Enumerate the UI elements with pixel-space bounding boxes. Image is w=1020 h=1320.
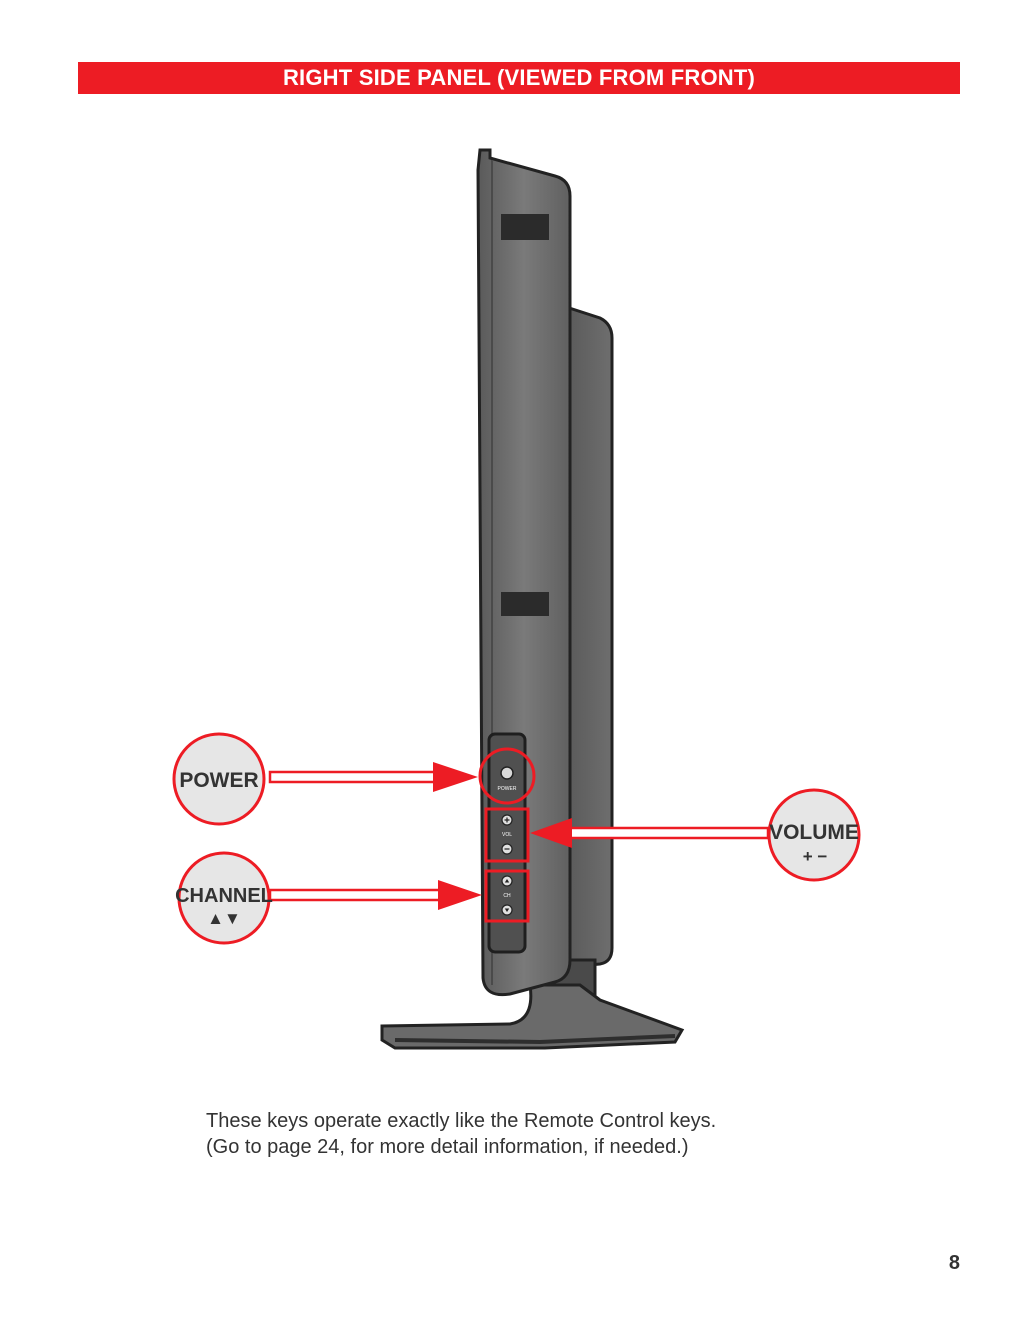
power-callout-label: POWER	[179, 769, 258, 792]
power-button-icon	[500, 766, 514, 780]
caption: These keys operate exactly like the Remo…	[206, 1108, 906, 1160]
page-title: RIGHT SIDE PANEL (VIEWED FROM FRONT)	[78, 62, 960, 94]
arrow-left-icon	[530, 818, 770, 848]
volume-callout-symbols: + −	[803, 847, 828, 866]
volume-down-icon	[501, 843, 513, 855]
channel-callout-label: CHANNEL	[175, 885, 273, 907]
channel-up-icon	[501, 875, 513, 887]
channel-callout-symbols: ▲▼	[207, 909, 241, 928]
volume-callout-label: VOLUME	[769, 821, 859, 844]
volume-up-icon	[501, 814, 513, 826]
channel-callout: CHANNEL ▲▼	[175, 851, 273, 945]
channel-highlight-box	[484, 869, 530, 923]
power-callout: POWER	[172, 732, 266, 826]
volume-callout: VOLUME + −	[767, 788, 861, 882]
volume-highlight-box	[484, 807, 530, 863]
arrow-right-icon	[268, 762, 478, 792]
power-highlight-ring	[478, 747, 536, 805]
vent-slot	[501, 592, 549, 616]
arrow-right-icon	[268, 880, 482, 910]
caption-line-1: These keys operate exactly like the Remo…	[206, 1110, 717, 1132]
panel-vol-label: VOL	[502, 832, 512, 838]
page-number: 8	[948, 1252, 960, 1274]
tv-stand	[380, 958, 685, 1050]
panel-power-label: POWER	[498, 786, 517, 792]
panel-ch-label: CH	[503, 893, 511, 899]
control-panel	[487, 732, 527, 954]
vent-slot	[501, 214, 549, 240]
caption-line-2: (Go to page 24, for more detail informat…	[206, 1136, 689, 1158]
channel-down-icon	[501, 904, 513, 916]
